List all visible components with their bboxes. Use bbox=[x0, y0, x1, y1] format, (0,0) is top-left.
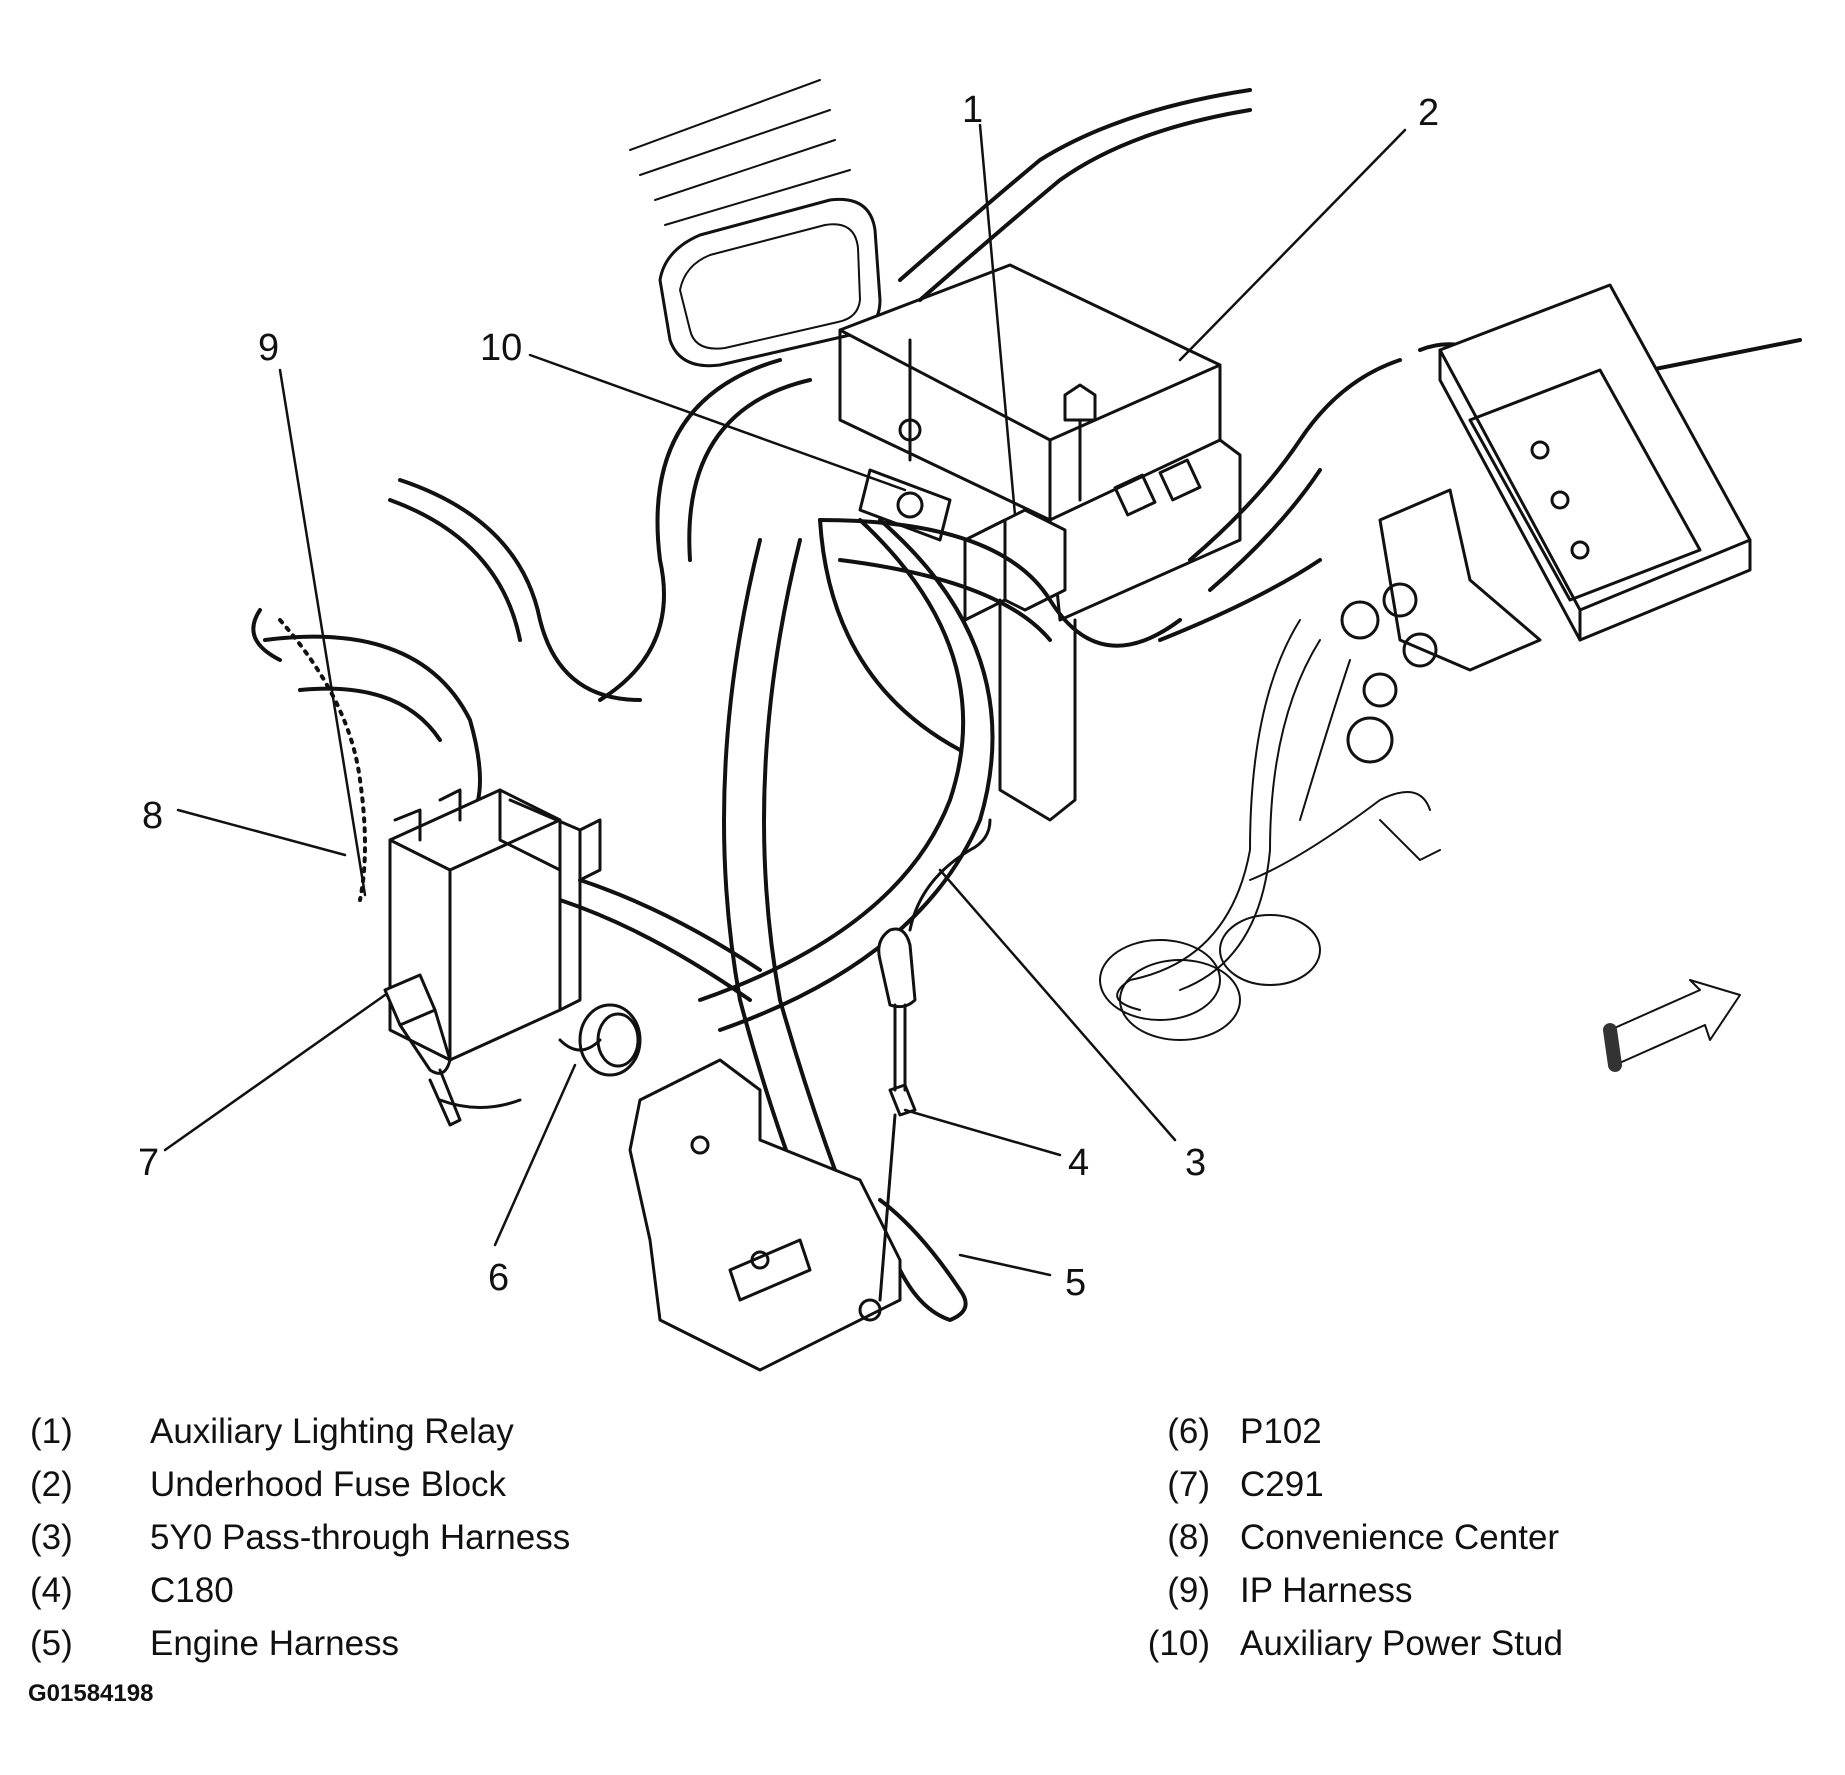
convenience-center bbox=[388, 788, 602, 1062]
forward-arrow-icon bbox=[1603, 979, 1741, 1072]
legend-item: (3)5Y0 Pass-through Harness bbox=[30, 1517, 571, 1557]
callout-9: 9 bbox=[258, 327, 279, 369]
legend-item: (10)Auxiliary Power Stud bbox=[1147, 1623, 1563, 1663]
callout-2: 2 bbox=[1418, 92, 1439, 134]
connector-c180 bbox=[877, 818, 992, 1302]
legend-item: (5)Engine Harness bbox=[30, 1623, 400, 1663]
ip-harness bbox=[251, 608, 482, 902]
callout-3: 3 bbox=[1185, 1142, 1206, 1184]
harness-loops bbox=[388, 88, 1802, 1032]
legend-item: (1)Auxiliary Lighting Relay bbox=[30, 1411, 514, 1451]
callout-5: 5 bbox=[1065, 1262, 1086, 1304]
legend-item: (4)C180 bbox=[30, 1570, 234, 1610]
callout-1: 1 bbox=[962, 89, 983, 131]
legend-left-column: (1)Auxiliary Lighting Relay (2)Underhood… bbox=[30, 1405, 570, 1670]
brake-lines bbox=[1099, 619, 1441, 1041]
auxiliary-power-stud bbox=[858, 338, 952, 542]
callout-7: 7 bbox=[138, 1142, 159, 1184]
wiring-diagram: 1 2 3 4 5 6 7 8 9 10 bbox=[138, 79, 1802, 1372]
callout-6: 6 bbox=[488, 1257, 509, 1299]
legend-item: (2)Underhood Fuse Block bbox=[30, 1464, 507, 1504]
callout-10: 10 bbox=[480, 327, 522, 369]
mounting-bracket bbox=[628, 1058, 902, 1372]
auxiliary-lighting-relay bbox=[963, 508, 1077, 822]
body-panel-lines bbox=[629, 79, 851, 226]
leader-lines bbox=[163, 123, 1407, 1277]
window-frame bbox=[658, 197, 882, 368]
figure-id: G01584198 bbox=[28, 1680, 154, 1707]
underhood-fuse-block bbox=[838, 263, 1242, 622]
legend-item: (6)P102 bbox=[1167, 1411, 1322, 1451]
legend-item: (8)Convenience Center bbox=[1167, 1517, 1560, 1557]
bolt bbox=[1063, 383, 1097, 502]
legend-right-column: (6)P102 (7)C291 (8)Convenience Center (9… bbox=[1110, 1405, 1563, 1670]
connector-c291 bbox=[383, 973, 522, 1127]
callout-4: 4 bbox=[1068, 1142, 1089, 1184]
grommet-p102 bbox=[558, 1003, 642, 1077]
legend-item: (9)IP Harness bbox=[1167, 1570, 1413, 1610]
callout-8: 8 bbox=[142, 795, 163, 837]
legend-item: (7)C291 bbox=[1167, 1464, 1324, 1504]
abs-module bbox=[1340, 283, 1752, 764]
